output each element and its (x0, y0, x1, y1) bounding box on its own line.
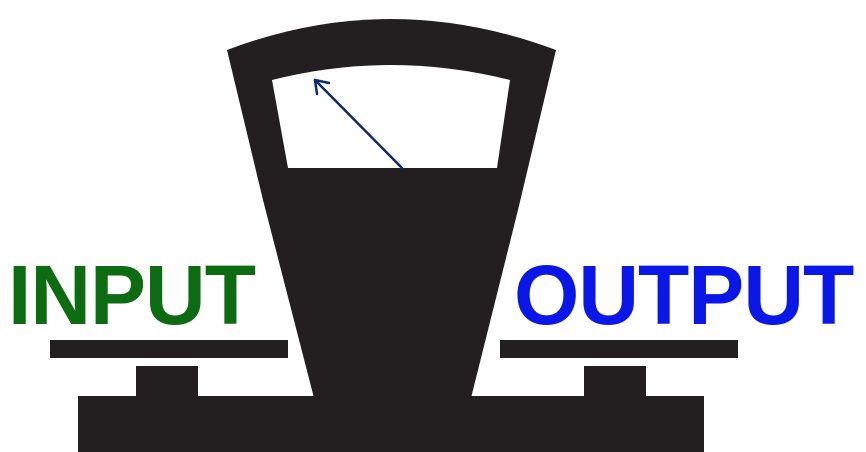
input-label: INPUT (8, 253, 255, 337)
right-pan (500, 340, 738, 358)
scale-base (78, 396, 704, 452)
right-pan-stem (584, 366, 646, 398)
output-label: OUTPUT (514, 253, 853, 337)
left-pan (50, 340, 288, 358)
left-pan-stem (136, 366, 198, 398)
dial-face (272, 65, 510, 168)
